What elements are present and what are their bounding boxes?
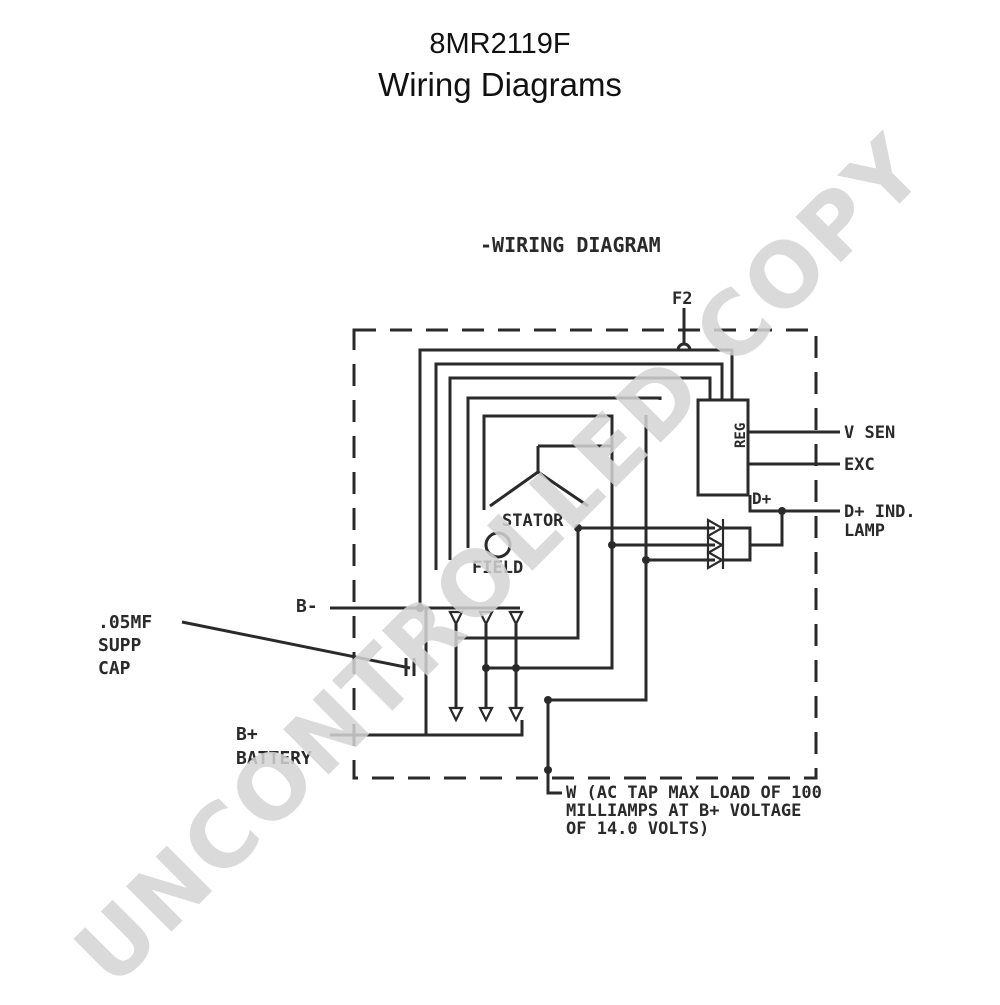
label-f2: F2 bbox=[672, 289, 692, 309]
label-cap-value: .05MF bbox=[98, 612, 152, 633]
cap-leader bbox=[181, 620, 411, 670]
label-cap-cap: CAP bbox=[98, 658, 131, 679]
stator-winding-right bbox=[537, 470, 589, 508]
d-plus-lead bbox=[748, 495, 840, 513]
field-loop-outer bbox=[418, 348, 734, 608]
w-tap-lead bbox=[546, 700, 562, 795]
regulator-box bbox=[696, 398, 750, 497]
part-number-title: 8MR2119F bbox=[429, 28, 571, 60]
d-plus-return bbox=[750, 511, 784, 547]
field-loop-3 bbox=[448, 376, 712, 560]
label-exc: EXC bbox=[844, 455, 875, 475]
stator-loop bbox=[482, 414, 614, 545]
label-v-sen: V SEN bbox=[844, 423, 895, 443]
label-b-plus: B+ bbox=[236, 724, 258, 745]
label-b-minus: B- bbox=[296, 596, 318, 617]
field-loop-2 bbox=[434, 362, 724, 570]
field-coil bbox=[484, 531, 512, 559]
stator-to-bridge-2 bbox=[486, 545, 614, 670]
diagram-heading: -WIRING DIAGRAM bbox=[480, 233, 661, 257]
label-field: FIELD bbox=[472, 558, 523, 578]
label-stator: STATOR bbox=[502, 511, 564, 531]
junction-dots bbox=[416, 507, 786, 774]
stator-to-bridge-1 bbox=[456, 528, 580, 640]
w-tap-wire bbox=[548, 415, 648, 702]
suppression-capacitor bbox=[404, 658, 416, 676]
label-d-plus-ind: D+ IND. bbox=[844, 502, 916, 522]
diode-trio bbox=[706, 518, 752, 570]
alternator-housing bbox=[352, 328, 818, 780]
label-w-line3: OF 14.0 VOLTS) bbox=[566, 819, 709, 839]
label-d-plus: D+ bbox=[752, 489, 772, 508]
field-loop-4 bbox=[466, 396, 662, 548]
label-lamp: LAMP bbox=[844, 521, 885, 541]
stator-winding-left bbox=[489, 470, 539, 508]
label-battery: BATTERY bbox=[236, 748, 312, 769]
page-subtitle: Wiring Diagrams bbox=[378, 66, 622, 103]
b-plus-lead bbox=[330, 720, 524, 737]
label-w-line1: W (AC TAP MAX LOAD OF 100 bbox=[566, 783, 822, 803]
label-cap-supp: SUPP bbox=[98, 635, 142, 656]
label-w-line2: MILLIAMPS AT B+ VOLTAGE bbox=[566, 801, 801, 821]
f2-crossover bbox=[676, 342, 692, 351]
label-reg: REG bbox=[733, 423, 749, 448]
